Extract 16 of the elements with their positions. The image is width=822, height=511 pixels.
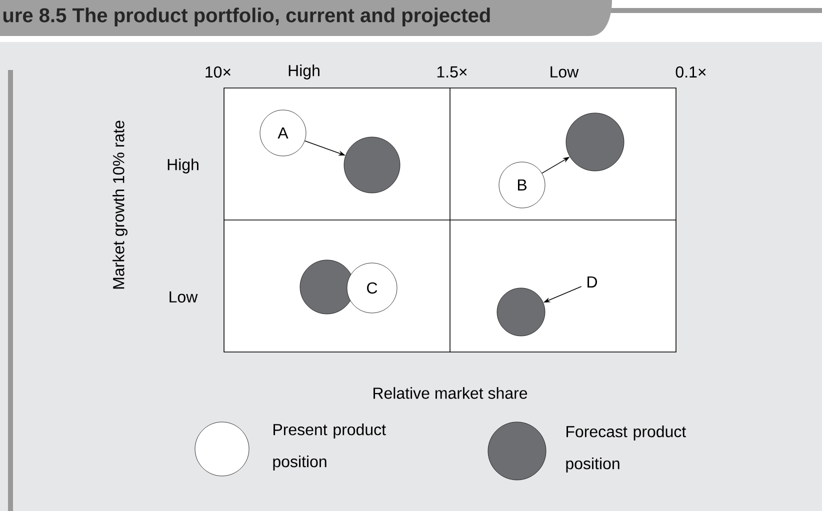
legend-label: Present product position — [273, 424, 386, 470]
row-label: Low — [170, 291, 198, 303]
forecast-circle — [566, 112, 624, 172]
forecast-circle — [496, 288, 546, 336]
axis-title: Market growth 10% rate — [112, 120, 128, 289]
axis-tick-label: 10× — [206, 66, 230, 78]
axis-tick-label: High — [288, 64, 320, 80]
legend-label: Forecast product position — [566, 426, 686, 472]
axis-tick-label: 1.5× — [437, 66, 467, 78]
forecast-circle — [344, 136, 400, 194]
axis-title: Relative market share — [374, 387, 528, 399]
letter-label: D — [588, 276, 598, 288]
row-label: High — [168, 158, 198, 174]
axis-tick-label: 0.1× — [676, 66, 706, 78]
axis-tick-label: Low — [550, 66, 579, 78]
title-tab: ure 8.5 The product portfolio, current and projected — [0, 0, 612, 36]
